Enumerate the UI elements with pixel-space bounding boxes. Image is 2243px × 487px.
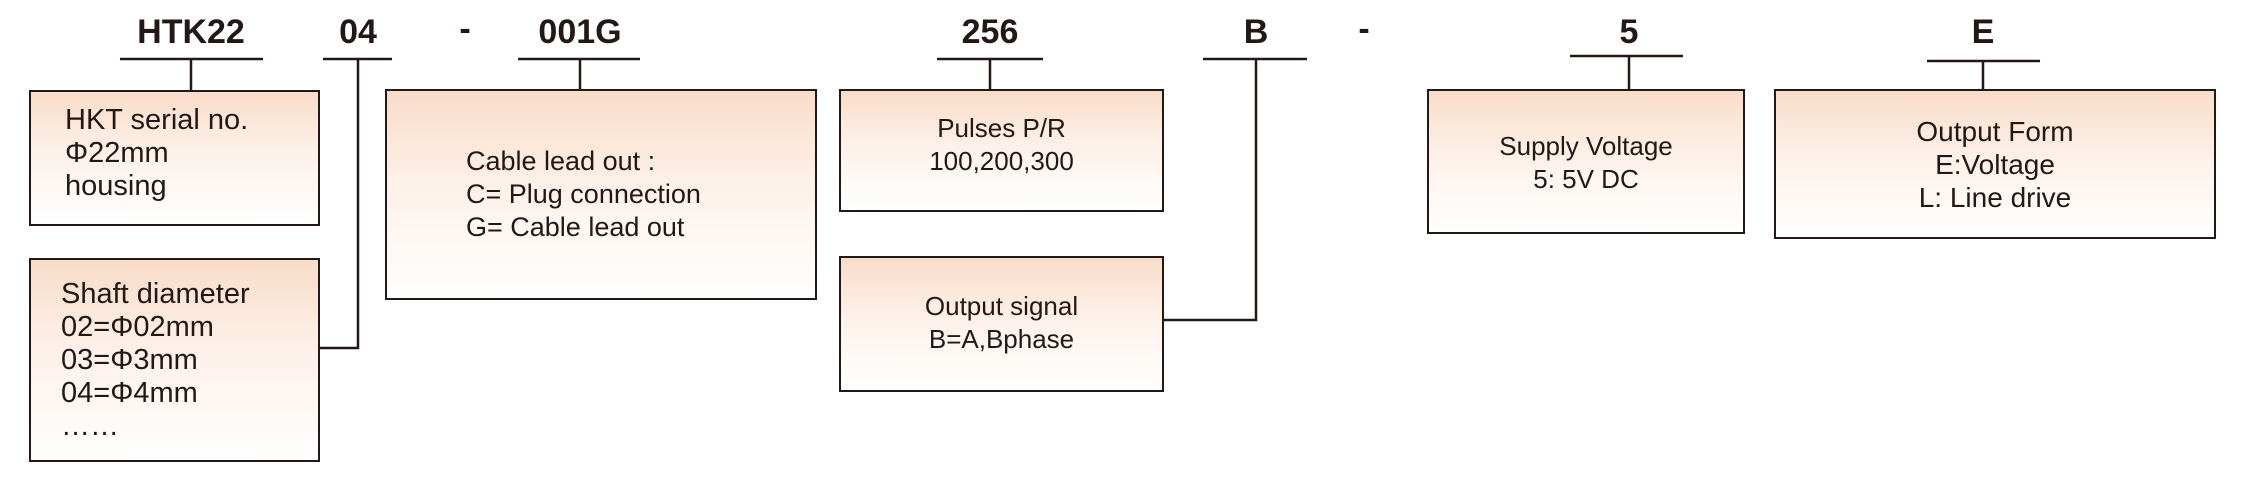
code-voltage: 5 — [1619, 13, 1639, 51]
pulses-box: Pulses P/R 100,200,300 — [839, 89, 1164, 212]
leader-shaft — [319, 59, 360, 350]
output-box-text: Output Form E:Voltage L: Line drive — [1916, 116, 2074, 213]
cable-box-text: Cable lead out : C= Plug connection G= C… — [466, 146, 701, 242]
code-serial: HTK22 — [137, 13, 245, 51]
code-cable: 001G — [538, 13, 622, 51]
pulses-box-text: Pulses P/R 100,200,300 — [929, 113, 1074, 176]
shaft-box-text: Shaft diameter 02=Φ02mm 03=Φ3mm 04=Φ4mm … — [61, 278, 250, 442]
cable-box: Cable lead out : C= Plug connection G= C… — [385, 89, 817, 300]
code-pulses: 256 — [961, 13, 1019, 51]
signal-box-text: Output signal B=A,Bphase — [924, 291, 1079, 354]
code-shaft: 04 — [339, 13, 377, 51]
code-signal: B — [1243, 13, 1269, 51]
voltage-box: Supply Voltage 5: 5V DC — [1427, 89, 1745, 234]
serial-box-text: HKT serial no. Φ22mm housing — [65, 104, 249, 202]
leader-signal — [1164, 59, 1258, 322]
code-dash-2: - — [1358, 10, 1370, 48]
signal-box: Output signal B=A,Bphase — [839, 256, 1164, 392]
code-output: E — [1971, 13, 1995, 51]
serial-box: HKT serial no. Φ22mm housing — [29, 90, 320, 226]
code-dash-1: - — [459, 10, 471, 48]
voltage-box-text: Supply Voltage 5: 5V DC — [1499, 131, 1673, 194]
shaft-box: Shaft diameter 02=Φ02mm 03=Φ3mm 04=Φ4mm … — [29, 258, 320, 462]
output-box: Output Form E:Voltage L: Line drive — [1774, 89, 2216, 239]
